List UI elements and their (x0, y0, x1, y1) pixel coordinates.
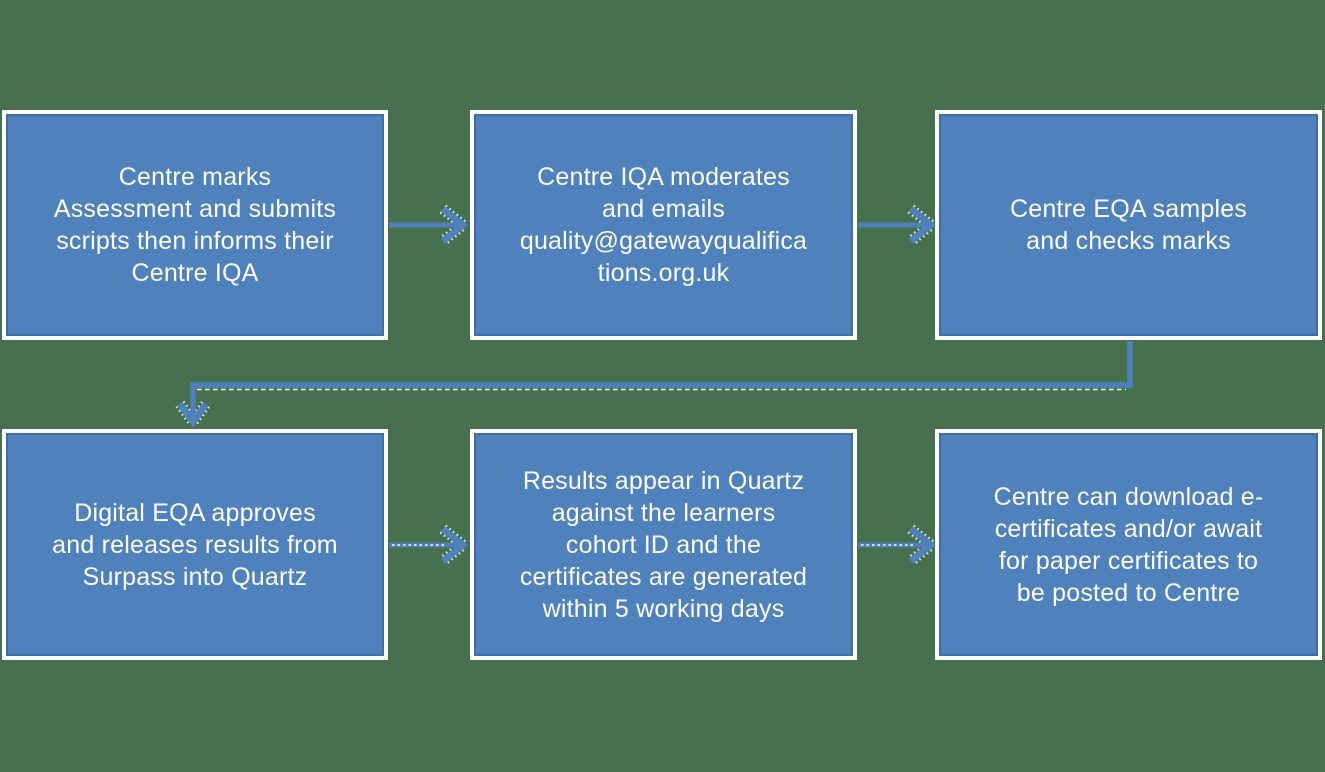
arrow-step4-to-step5 (389, 524, 472, 566)
connector-step3-to-step4 (175, 341, 1133, 432)
flow-step-label: Centre IQA moderates and emails quality@… (519, 163, 808, 287)
flow-step-label: Digital EQA approves and releases result… (52, 498, 338, 591)
flow-step-results-in-quartz: Results appear in Quartz against the lea… (470, 429, 857, 660)
flow-step-label: Centre marks Assessment and submits scri… (53, 163, 337, 287)
arrow-step5-to-step6 (858, 524, 940, 566)
arrow-step1-to-step2 (389, 204, 472, 246)
flow-step-digital-eqa-approves: Digital EQA approves and releases result… (2, 429, 388, 660)
arrow-step2-to-step3 (858, 204, 940, 246)
flow-step-centre-downloads-certificates: Centre can download e- certificates and/… (935, 429, 1322, 660)
flow-step-eqa-samples: Centre EQA samples and checks marks (935, 110, 1322, 340)
flow-step-label: Centre EQA samples and checks marks (1009, 195, 1248, 255)
flow-step-label: Centre can download e- certificates and/… (993, 482, 1264, 607)
flow-step-centre-marks: Centre marks Assessment and submits scri… (2, 110, 388, 340)
flow-step-iqa-moderates: Centre IQA moderates and emails quality@… (470, 110, 857, 340)
flow-step-label: Results appear in Quartz against the lea… (519, 466, 808, 623)
